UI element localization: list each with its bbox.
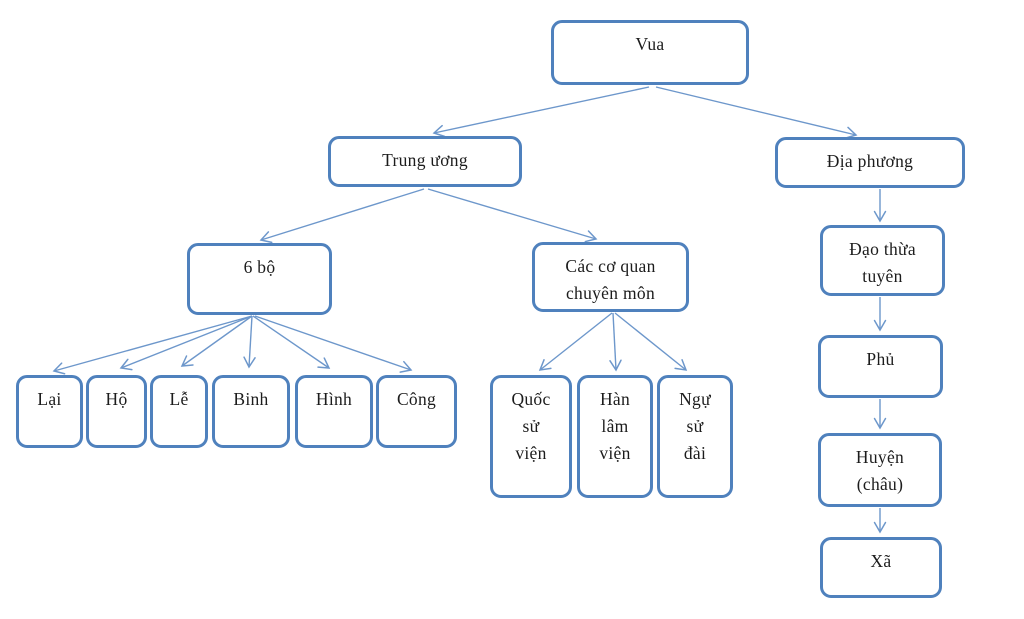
arrow-sau-bo-to-binh	[243, 315, 256, 369]
node-label-quoc-su-vien: Quốc sử viện	[511, 389, 551, 464]
node-label-dao-thua-tuyen: Đạo thừa tuyên	[849, 239, 916, 287]
node-dao-thua-tuyen: Đạo thừa tuyên	[820, 225, 945, 296]
node-label-phu: Phủ	[866, 349, 895, 369]
node-label-trung-uong: Trung ương	[382, 150, 468, 170]
node-sau-bo: 6 bộ	[187, 243, 332, 315]
node-label-hinh: Hình	[315, 389, 353, 409]
arrow-vua-to-trung-uong	[432, 86, 650, 138]
arrow-cac-co-quan-to-han-lam-vien	[609, 312, 622, 372]
arrow-sau-bo-to-ho	[119, 315, 253, 371]
node-label-binh: Binh	[233, 389, 269, 409]
node-label-cong: Công	[396, 389, 437, 409]
node-cong: Công	[376, 375, 457, 448]
node-label-ho: Hộ	[105, 389, 128, 409]
node-ngu-su-dai: Ngự sử đài	[657, 375, 733, 498]
node-label-dia-phuong: Địa phương	[826, 151, 914, 171]
node-phu: Phủ	[818, 335, 943, 398]
arrow-trung-uong-to-cac-co-quan	[427, 188, 598, 243]
node-label-xa: Xã	[870, 551, 892, 571]
node-label-cac-co-quan: Các cơ quan chuyên môn	[565, 256, 656, 304]
node-quoc-su-vien: Quốc sử viện	[490, 375, 572, 498]
node-han-lam-vien: Hàn lâm viện	[577, 375, 653, 498]
arrow-trung-uong-to-sau-bo	[259, 188, 425, 244]
node-label-huyen-chau: Huyện (châu)	[855, 447, 905, 495]
node-ho: Hộ	[86, 375, 147, 448]
arrow-sau-bo-to-le	[180, 315, 253, 367]
node-label-vua: Vua	[635, 34, 665, 54]
node-le: Lễ	[150, 375, 208, 448]
node-vua: Vua	[551, 20, 749, 85]
arrow-sau-bo-to-cong	[254, 315, 413, 373]
node-trung-uong: Trung ương	[328, 136, 522, 187]
node-label-lai: Lại	[37, 389, 62, 409]
arrow-cac-co-quan-to-ngu-su-dai	[614, 312, 688, 371]
node-hinh: Hình	[295, 375, 373, 448]
arrow-sau-bo-to-hinh	[252, 315, 331, 369]
node-binh: Binh	[212, 375, 290, 448]
node-xa: Xã	[820, 537, 942, 598]
node-label-han-lam-vien: Hàn lâm viện	[599, 389, 631, 464]
node-dia-phuong: Địa phương	[775, 137, 965, 188]
arrow-vua-to-dia-phuong	[655, 86, 858, 139]
node-huyen-chau: Huyện (châu)	[818, 433, 942, 507]
node-label-le: Lễ	[169, 389, 189, 409]
node-label-sau-bo: 6 bộ	[243, 257, 276, 277]
arrow-cac-co-quan-to-quoc-su-vien	[538, 312, 613, 371]
arrow-sau-bo-to-lai	[52, 315, 253, 375]
node-cac-co-quan: Các cơ quan chuyên môn	[532, 242, 689, 312]
node-lai: Lại	[16, 375, 83, 448]
node-label-ngu-su-dai: Ngự sử đài	[679, 389, 711, 464]
